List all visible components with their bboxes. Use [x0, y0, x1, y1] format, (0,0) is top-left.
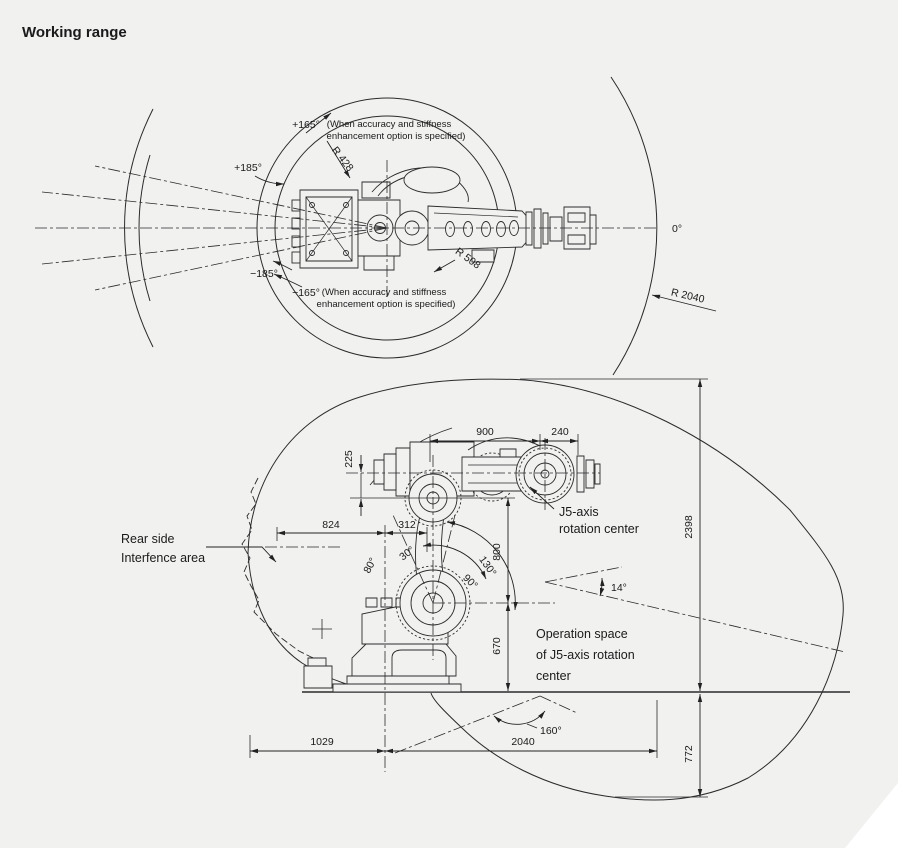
j5-axis-label-line1: J5-axis: [559, 505, 599, 519]
rear-interference-boundary: [241, 477, 340, 662]
side-view-centerlines: [346, 438, 600, 772]
dim-670: 670: [491, 637, 503, 655]
dim-772: 772: [683, 745, 695, 763]
top-view: +165° (When accuracy and stiffness enhan…: [35, 76, 717, 376]
label-plus-165: +165°: [292, 119, 320, 131]
label-minus-165: −165°: [292, 287, 320, 299]
dim-240: 240: [551, 426, 569, 438]
side-view-leaders: [206, 486, 555, 563]
dim-900: 900: [476, 426, 494, 438]
dim-800: 800: [491, 543, 503, 561]
dim-225: 225: [343, 450, 355, 468]
angle-14: 14°: [611, 582, 627, 594]
label-minus-165-note-2: enhancement option is specified): [317, 299, 456, 310]
rear-side-label-line1: Rear side: [121, 532, 175, 546]
right-r2040-arc: [610, 76, 658, 376]
dim-1029: 1029: [310, 736, 334, 748]
j5-axis-label-line2: rotation center: [559, 522, 639, 536]
j2-angle-arcs: [392, 514, 518, 611]
label-minus-165-note-1: (When accuracy and stiffness: [322, 287, 447, 298]
top-view-centerlines: [35, 160, 658, 296]
label-plus-165-note-2: enhancement option is specified): [327, 131, 466, 142]
label-minus-185: −185°: [250, 268, 278, 280]
dim-2040: 2040: [511, 736, 535, 748]
label-plus-185: +185°: [234, 162, 262, 174]
operation-space-line3: center: [536, 669, 571, 683]
top-view-leaders: [254, 112, 717, 312]
angle-160: 160°: [540, 725, 562, 737]
dimension-lines: [249, 378, 708, 798]
dim-824: 824: [322, 519, 340, 531]
operation-space-line2: of J5-axis rotation: [536, 648, 635, 662]
page-title: Working range: [22, 24, 127, 41]
label-zero-deg: 0°: [672, 223, 682, 235]
page-corner-cut: [845, 783, 898, 848]
operation-space-line1: Operation space: [536, 627, 628, 641]
arc-160-deg: [394, 695, 578, 754]
dim-312: 312: [398, 519, 416, 531]
rear-side-label-line2: Interfence area: [121, 551, 205, 565]
wedge-14-deg: [544, 566, 846, 653]
side-view: 900 240 225 824 312 800 670 1029 2040 23…: [121, 378, 850, 801]
label-plus-165-note-1: (When accuracy and stiffness: [327, 119, 452, 130]
left-inner-arc: [138, 154, 151, 302]
dim-2398: 2398: [683, 515, 695, 539]
